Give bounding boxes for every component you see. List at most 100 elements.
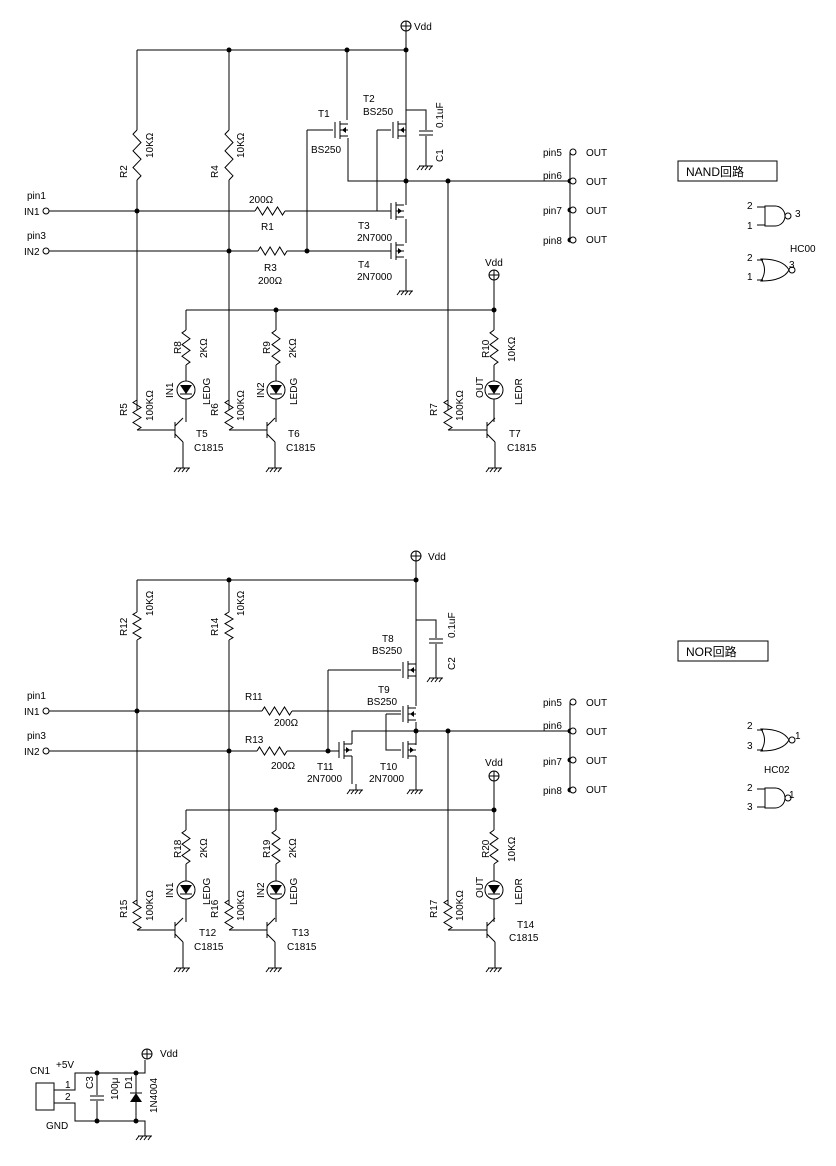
nor-circuit: Vdd pin1 IN1 pin3 IN2 R11 200Ω R13 200Ω … (24, 552, 801, 953)
transistor-collector (266, 917, 276, 927)
ground-line (346, 789, 351, 795)
resistor (224, 129, 234, 181)
terminal (42, 747, 50, 755)
gnd-label: GND (46, 1121, 68, 1132)
r1-value: 200Ω (249, 195, 274, 206)
nand-circuit: Vdd pin1 IN1 pin3 IN2 R1 200Ω R3 200Ω R2… (24, 22, 816, 454)
gate-bubble (788, 736, 796, 744)
t1-ref: T1 (318, 109, 330, 120)
wires (49, 31, 765, 1130)
resistor (132, 899, 142, 931)
r8-value: 2KΩ (199, 338, 210, 358)
ground-symbol (135, 1130, 152, 1141)
ground-line (147, 1135, 152, 1141)
r6-value: 100KΩ (236, 390, 247, 421)
t3-value: 2N7000 (357, 233, 392, 244)
ground-line (424, 165, 429, 171)
t2-ref: T2 (363, 94, 375, 105)
c3-ref: C3 (85, 1076, 96, 1089)
out8-label: OUT (586, 785, 607, 796)
led-in2-name: IN2 (256, 382, 267, 398)
gate-bubble (788, 266, 796, 274)
ground-symbol (173, 462, 190, 473)
ground-symbol (265, 962, 282, 973)
resistor (443, 399, 453, 431)
ground-line (426, 677, 431, 683)
wire (351, 730, 570, 744)
r3-ref: R3 (264, 263, 277, 274)
r16-value: 100KΩ (236, 890, 247, 921)
nand-gate1-pin-a: 2 (747, 201, 753, 212)
led-symbol (270, 385, 282, 394)
junction-dot (413, 577, 419, 583)
resistor (271, 329, 281, 366)
mosfet-arrow (400, 127, 404, 133)
r9-ref: R9 (262, 341, 273, 354)
ground-symbol (416, 160, 433, 171)
r18-value: 2KΩ (199, 838, 210, 858)
nand-ic-label: HC00 (790, 244, 816, 255)
nand-gate2-pin-b: 1 (747, 272, 753, 283)
in2-label: IN2 (24, 247, 40, 258)
junction-dot (226, 248, 232, 254)
terminal (569, 206, 577, 214)
terminal (569, 236, 577, 244)
in2-label: IN2 (24, 747, 40, 758)
ground-line (485, 967, 490, 973)
resistor (254, 206, 286, 216)
t10-ref: T10 (380, 762, 398, 773)
c1-value: 0.1uF (435, 102, 446, 128)
ground-line (414, 789, 419, 795)
t14-ref: T14 (517, 920, 535, 931)
resistor (257, 246, 288, 256)
out6-label: OUT (586, 177, 607, 188)
transistor-emitter (266, 433, 276, 443)
r14-value: 10KΩ (236, 590, 247, 616)
diode-symbol (130, 1093, 142, 1102)
junction-dot (413, 728, 419, 734)
ground-line (273, 467, 278, 473)
led-out-name: OUT (475, 877, 486, 898)
r12-value: 10KΩ (145, 590, 156, 616)
terminal (569, 698, 577, 706)
led-in1-name: IN1 (165, 882, 176, 898)
transistor-collector (174, 917, 184, 927)
t14-value: C1815 (509, 933, 539, 944)
ground-line (416, 165, 421, 171)
ground-symbol (396, 285, 413, 296)
t1-value: BS250 (311, 145, 341, 156)
nor-gate2-pin-a: 2 (747, 783, 753, 794)
r17-value: 100KΩ (455, 890, 466, 921)
r5-ref: R5 (119, 403, 130, 416)
nand-gate-symbol (764, 787, 786, 809)
r13-ref: R13 (245, 735, 264, 746)
ground-line (410, 789, 415, 795)
junction-dot (403, 178, 409, 184)
ground-line (265, 467, 270, 473)
ground-line (438, 677, 443, 683)
led-symbol (270, 885, 282, 894)
c2-ref: C2 (447, 657, 458, 670)
ground-line (181, 467, 186, 473)
junction-dot (134, 708, 140, 714)
led-ring (484, 880, 504, 900)
led-ring (266, 880, 286, 900)
resistor (181, 829, 191, 865)
led-out-type: LEDR (514, 378, 525, 405)
ground-line (408, 290, 413, 296)
vdd-label: Vdd (160, 1049, 178, 1060)
mosfet-arrow (398, 248, 402, 254)
ground-symbol (426, 672, 443, 683)
resistor (132, 611, 142, 641)
ground-line (143, 1135, 148, 1141)
t4-ref: T4 (358, 260, 370, 271)
led-symbol (180, 885, 192, 894)
pin8-label: pin8 (543, 786, 562, 797)
out7-label: OUT (586, 756, 607, 767)
r3-value: 200Ω (258, 276, 283, 287)
r15-ref: R15 (119, 899, 130, 918)
gate-bubble (784, 212, 792, 220)
led-in2-name: IN2 (256, 882, 267, 898)
t12-value: C1815 (194, 942, 224, 953)
